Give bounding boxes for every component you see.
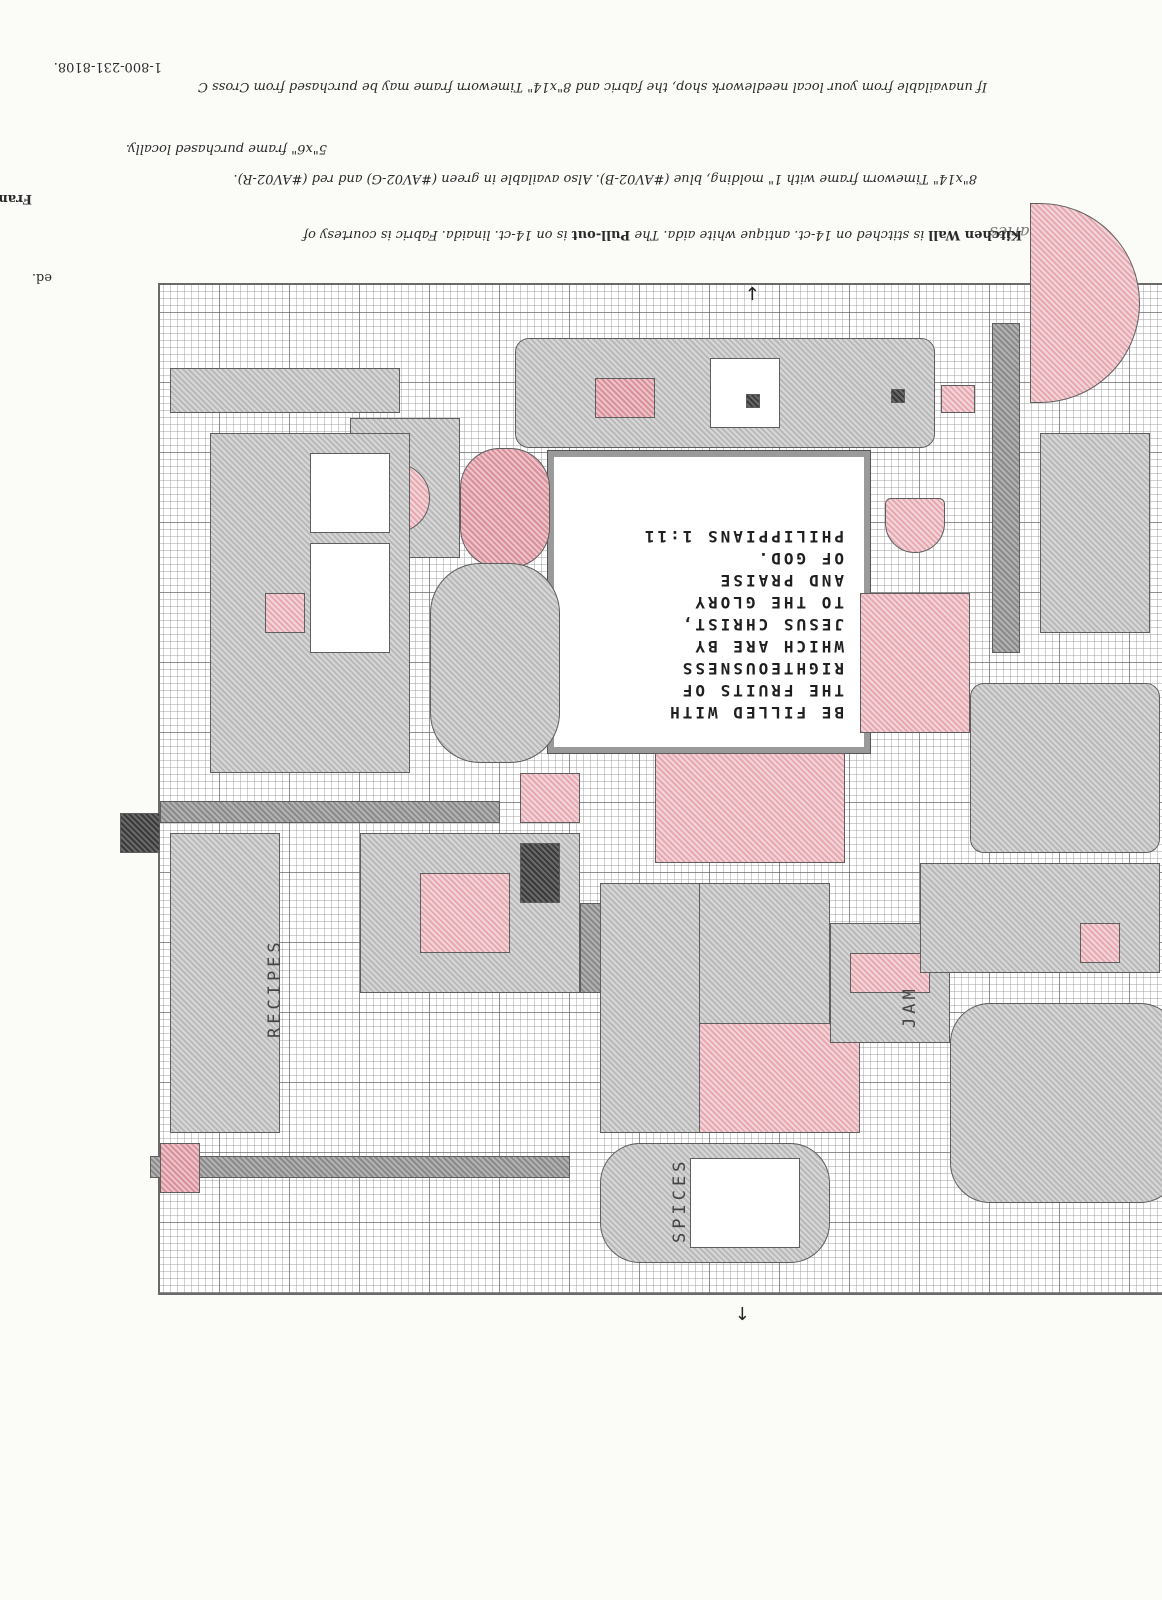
spices-label: SPICES bbox=[670, 1157, 690, 1243]
pattern-info: ed. Charles Kitchen Wall Kitchen Wall is… bbox=[0, 0, 1162, 290]
window-box bbox=[860, 593, 970, 733]
towel-heart bbox=[420, 873, 510, 953]
bread-loaf bbox=[970, 683, 1160, 853]
phone-number: 1-800-231-8108. bbox=[53, 59, 162, 74]
teapot bbox=[430, 563, 560, 763]
verse-line: AND PRAISE bbox=[717, 571, 844, 590]
availability-note: If unavailable from your local needlewor… bbox=[197, 79, 987, 94]
tea-towel bbox=[655, 753, 845, 863]
vine-plant bbox=[920, 863, 1160, 973]
text-fragment: ed. bbox=[31, 270, 52, 285]
verse-line: PHILIPPIANS 1:11 bbox=[641, 527, 844, 546]
pink-flowers bbox=[160, 1143, 200, 1193]
recipe-box bbox=[170, 833, 280, 1133]
fabric-description: Kitchen Wall is stitched on 14-ct. antiq… bbox=[303, 227, 1022, 242]
heart-motif bbox=[941, 385, 975, 413]
frame-detail-2: 5"x6" frame purchased locally. bbox=[125, 141, 327, 156]
recipes-label: RECIPES bbox=[265, 938, 285, 1038]
pink-heart bbox=[885, 498, 945, 553]
dark-heart bbox=[120, 813, 160, 853]
frames-heading: Frames: bbox=[0, 191, 32, 206]
bow-motif bbox=[595, 378, 655, 418]
cross-stitch-chart: BE FILLED WITH THE FRUITS OF RIGHTEOUSNE… bbox=[120, 203, 1162, 1323]
apple-basket bbox=[950, 1003, 1162, 1203]
center-arrow: ↑ bbox=[734, 1302, 750, 1323]
verse-line: RIGHTEOUSNESS bbox=[679, 659, 844, 678]
bird-seed bbox=[520, 843, 560, 903]
jam-label: JAM bbox=[900, 985, 920, 1028]
hanging-rod bbox=[992, 323, 1020, 653]
cabinet-door-top bbox=[310, 453, 390, 533]
verse-sampler: BE FILLED WITH THE FRUITS OF RIGHTEOUSNE… bbox=[547, 450, 871, 754]
wall-shelf bbox=[160, 801, 500, 823]
recipe-shelf bbox=[150, 1156, 570, 1178]
birdhouse bbox=[600, 883, 700, 1133]
apron bbox=[520, 773, 580, 823]
frame-detail-1: 8"x14" Timeworn frame with 1" molding, b… bbox=[233, 171, 978, 186]
hanging-pot bbox=[1040, 433, 1150, 633]
tag-square bbox=[746, 394, 760, 408]
cabinet-door-bottom bbox=[310, 543, 390, 653]
vine-fruit bbox=[1080, 923, 1120, 963]
verse-line: JESUS CHRIST, bbox=[679, 615, 844, 634]
verse-line: OF GOD. bbox=[755, 549, 844, 568]
cutting-board-hole bbox=[891, 389, 905, 403]
strawberry bbox=[460, 448, 550, 568]
cabinet-flower bbox=[265, 593, 305, 633]
rolling-pin bbox=[170, 368, 400, 413]
verse-line: WHICH ARE BY bbox=[692, 637, 844, 656]
verse-line: BE FILLED WITH bbox=[667, 703, 844, 722]
board-tag bbox=[710, 358, 780, 428]
verse-line: THE FRUITS OF bbox=[679, 681, 844, 700]
verse-line: TO THE GLORY bbox=[692, 593, 844, 612]
spice-drawers bbox=[690, 1158, 800, 1248]
center-arrow: ↓ bbox=[744, 282, 760, 303]
